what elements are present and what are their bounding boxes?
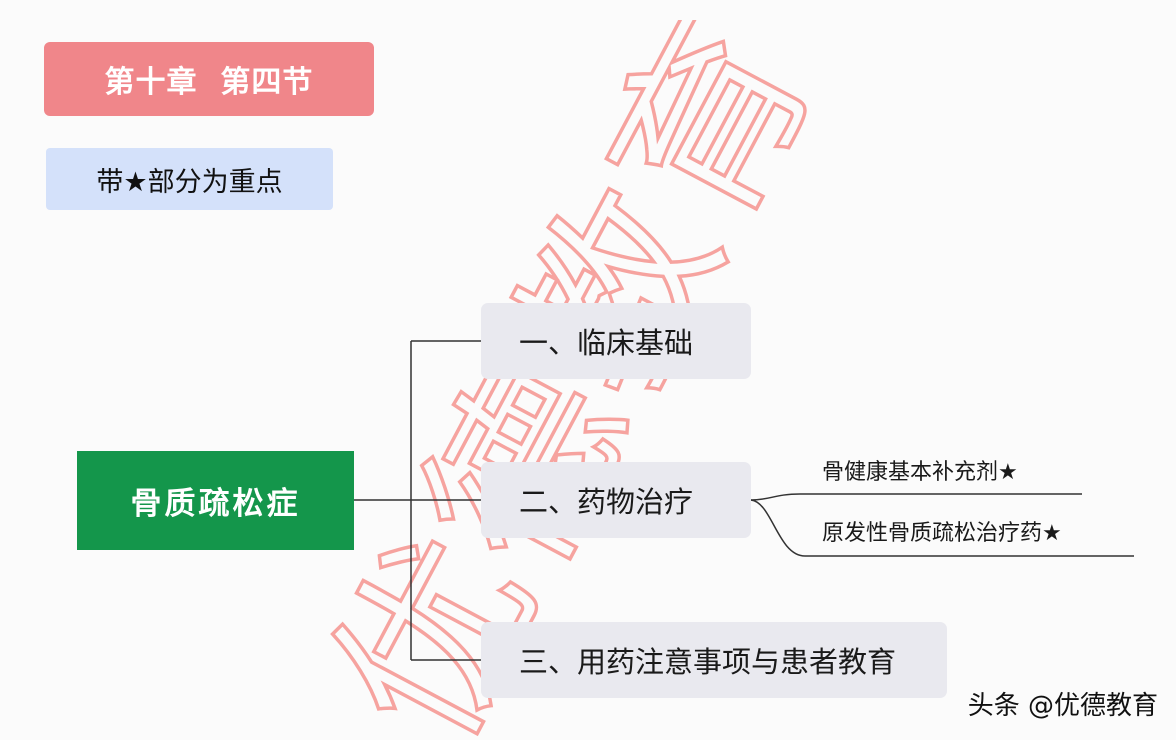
connector-leaf-2 [750, 499, 1134, 557]
branch-node-drug-therapy[interactable]: 二、药物治疗 [481, 462, 751, 538]
branch-node-medication-notes[interactable]: 三、用药注意事项与患者教育 [481, 622, 947, 698]
branch-node-clinical-basics[interactable]: 一、临床基础 [481, 303, 751, 379]
source-credit: 头条 @优德教育 [967, 691, 1158, 721]
connector-leaf-1 [750, 493, 1082, 501]
legend-note: 带★部分为重点 [46, 148, 333, 210]
mindmap-root-node[interactable]: 骨质疏松症 [77, 451, 354, 550]
leaf-node-primary-osteoporosis-drugs[interactable]: 原发性骨质疏松治疗药★ [822, 521, 1062, 546]
leaf-node-bone-health-supplements[interactable]: 骨健康基本补充剂★ [822, 460, 1018, 485]
chapter-title-badge: 第十章 第四节 [44, 42, 374, 116]
